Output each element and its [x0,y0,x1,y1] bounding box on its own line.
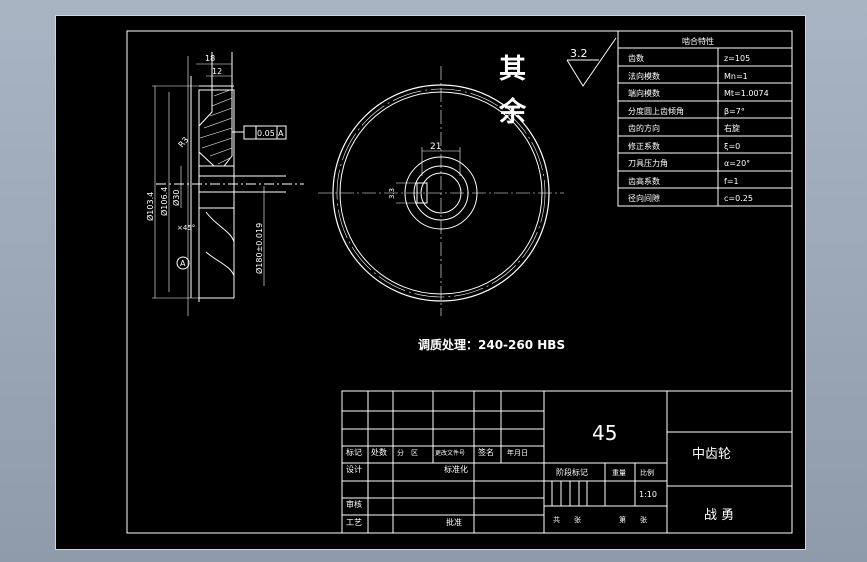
tb-mark: 标记 [346,447,362,457]
param-name: 齿高系数 [628,176,660,186]
param-value: c=0.25 [724,194,753,203]
tb-material: 45 [592,421,617,445]
tb-zone: 分 区 [397,448,418,457]
param-name: 修正系数 [628,141,660,151]
roughness-symbol [566,37,617,87]
dim-18: 18 [205,54,215,63]
title-block [341,390,793,534]
param-value: α=20° [724,159,750,168]
dim-keyway-depth: 3.3 [388,188,396,199]
dim-12: 12 [212,67,222,76]
param-name: 齿数 [628,53,644,63]
section-view [152,52,304,316]
dim-chamfer: ×45° [177,224,195,232]
remark-line-2: 余 [498,96,527,128]
param-name: 分度圆上齿倾角 [628,106,684,116]
param-value: z=105 [724,54,750,63]
tb-design: 设计 [346,464,362,474]
param-name: 法向模数 [628,71,660,81]
param-value: β=7° [724,107,745,116]
param-name: 端向模数 [628,88,660,98]
remark-line-1: 其 [499,54,526,85]
tb-process: 工艺 [346,518,362,527]
dim-radius: R3 [177,135,191,149]
tb-weight: 重量 [612,469,626,477]
tb-total-sheets: 共 张 [553,515,581,524]
param-name: 齿的方向 [628,123,660,133]
param-value: Mt=1.0074 [724,89,769,98]
tb-count: 处数 [371,447,387,457]
param-name: 刀具压力角 [628,158,668,168]
section-hatch [199,89,233,165]
param-table-title: 啮合特性 [682,36,714,46]
param-name: 径向间隙 [628,193,660,203]
heat-treatment-note: 调质处理：240-260 HBS [418,337,565,352]
roughness-value: 3.2 [570,47,588,60]
tb-designer: 战 勇 [704,508,734,523]
drawing-canvas: 18 12 0.05 A R3 Ø103.4 Ø106.4 Ø30 Ø180±0… [126,30,793,534]
datum-letter: A [278,129,284,138]
front-view [318,66,564,316]
tb-review: 审核 [346,499,362,509]
tb-doc-no: 更改文件号 [435,449,465,457]
tolerance-value: 0.05 [257,129,275,138]
dim-outer-diameter: Ø103.4 [145,192,155,221]
dim-bore: Ø180±0.019 [254,223,264,274]
param-value: f=1 [724,177,739,186]
dim-diameter-2: Ø30 [171,190,181,206]
tb-scale: 比例 [640,468,654,477]
tb-sheet-no: 第 张 [619,515,647,524]
tb-part-name: 中齿轮 [692,447,731,462]
section-marker: A [180,259,186,268]
parameter-table [617,30,793,207]
tb-scale-value: 1:10 [639,490,657,499]
tb-sign: 签名 [478,447,494,457]
tb-date: 年月日 [507,448,528,457]
dim-diameter-1: Ø106.4 [159,187,169,216]
param-value: Mn=1 [724,72,748,81]
tb-standardize: 标准化 [444,464,468,474]
param-value: 右旋 [724,123,740,133]
dim-keyway-width: 21 [430,142,441,152]
drawing-sheet: 18 12 0.05 A R3 Ø103.4 Ø106.4 Ø30 Ø180±0… [55,15,806,550]
param-value: ξ=0 [724,142,740,151]
tb-approve: 批准 [446,517,462,527]
tb-stage-mark: 阶段标记 [556,467,588,477]
